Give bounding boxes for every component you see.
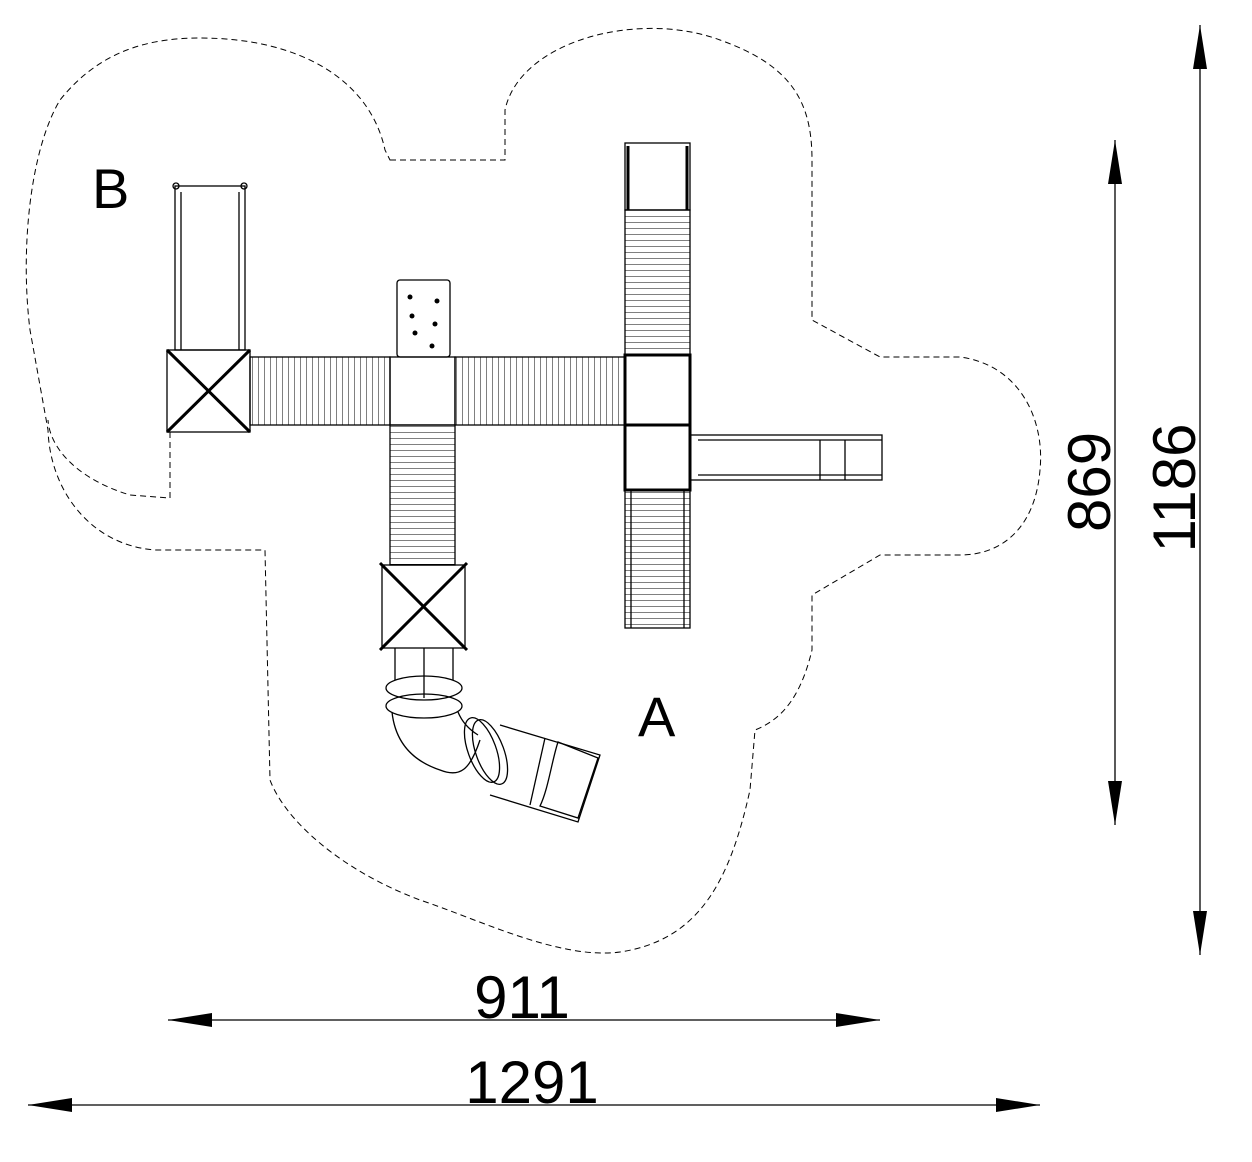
bridge-vertical <box>389 424 456 566</box>
platform-center <box>389 356 456 426</box>
dimension-outer-height-label: 1186 <box>1141 423 1208 552</box>
dimension-inner-width-label: 911 <box>474 964 570 1031</box>
dimension-outer-height <box>1193 25 1207 955</box>
zone-label-a: A <box>638 685 676 748</box>
bridge-center <box>454 356 626 426</box>
climbing-wall <box>396 279 451 358</box>
dimension-outer-width <box>28 1098 1040 1112</box>
zone-label-b: B <box>92 157 129 220</box>
dimension-inner-width <box>168 1013 880 1027</box>
bridge-left <box>249 356 391 426</box>
tube-slide <box>385 648 601 823</box>
dimension-inner-height <box>1108 140 1122 825</box>
tower-right <box>623 142 692 629</box>
safety-zone-outline <box>25 28 1042 954</box>
straight-slide-b <box>172 182 248 351</box>
platform-bottom-roof <box>378 561 469 652</box>
zone-b-inner-outline <box>47 419 171 499</box>
straight-slide-right <box>689 434 883 481</box>
dimension-outer-width-label: 1291 <box>465 1049 598 1116</box>
dimension-inner-height-label: 869 <box>1056 432 1123 532</box>
platform-left-roof <box>165 348 252 434</box>
